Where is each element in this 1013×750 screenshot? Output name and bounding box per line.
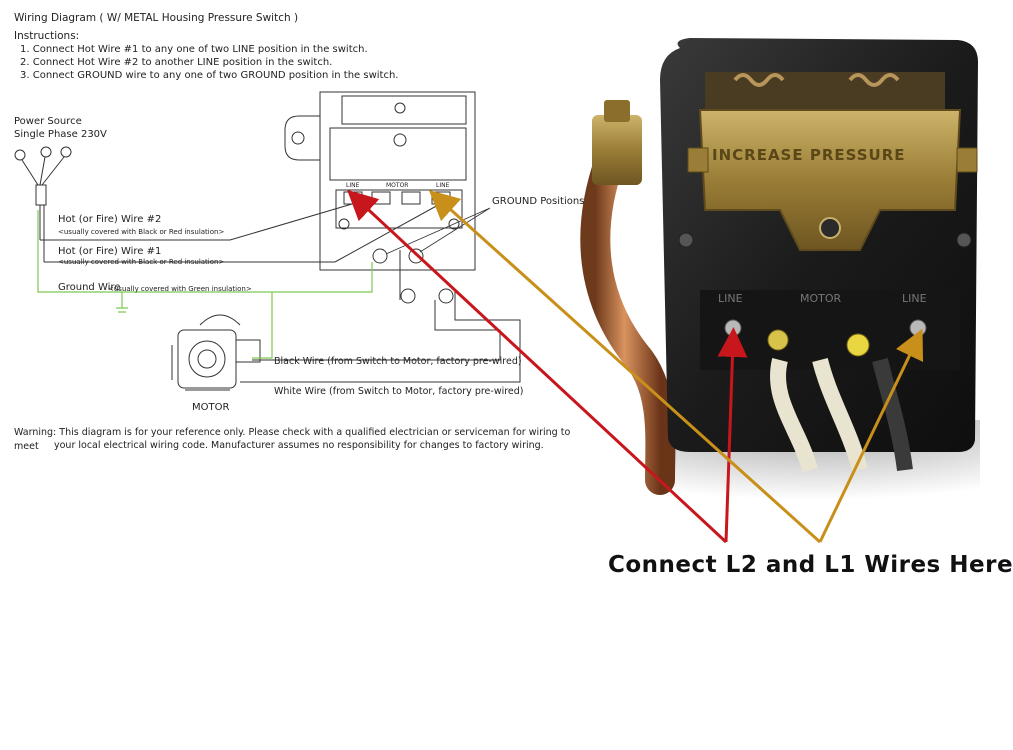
switch-line-left-label: LINE (346, 182, 360, 189)
hot-wire-1-label: Hot (or Fire) Wire #1 (58, 246, 162, 257)
power-cord (14, 146, 72, 262)
instructions-heading: Instructions: (14, 30, 80, 42)
motor-label: MOTOR (192, 402, 230, 413)
diagram-title: Wiring Diagram ( W/ METAL Housing Pressu… (14, 12, 299, 24)
ground-wire-label: Ground Wire (58, 282, 121, 293)
pressure-switch-photo (580, 38, 980, 500)
hot-wire-2-label: Hot (or Fire) Wire #2 (58, 214, 162, 225)
callout-text: Connect L2 and L1 Wires Here (608, 552, 1013, 578)
ground-wire (37, 210, 373, 293)
warning-text: Warning: This diagram is for your refere… (14, 427, 571, 452)
switch-line-right-label: LINE (436, 182, 450, 189)
motor-drawing (171, 314, 261, 391)
ground-wire-note: <usually covered with Green insulation> (108, 285, 252, 293)
switch-motor-label: MOTOR (386, 182, 409, 189)
power-source-label: Power Source (14, 116, 82, 127)
black-wire-label: Black Wire (from Switch to Motor, factor… (274, 356, 522, 367)
warning-text-continued: your local electrical wiring code. Manuf… (54, 440, 544, 451)
hot-wire-1-note: <usually covered with Black or Red insul… (58, 258, 225, 266)
white-wire-label: White Wire (from Switch to Motor, factor… (274, 386, 524, 397)
ground-symbol (116, 292, 128, 313)
brass-fitting (592, 115, 642, 185)
instruction-item: 1. Connect Hot Wire #1 to any one of two… (20, 44, 368, 55)
photo-terminal-label: LINE (718, 292, 743, 305)
photo-terminal-label: MOTOR (800, 292, 842, 305)
instruction-item: 2. Connect Hot Wire #2 to another LINE p… (20, 57, 333, 68)
photo-terminal-label: LINE (902, 292, 927, 305)
callout-arrows (347, 189, 924, 544)
pressure-cover (698, 109, 962, 251)
instruction-item: 3. Connect GROUND wire to any one of two… (20, 70, 399, 81)
power-source-voltage: Single Phase 230V (14, 129, 107, 140)
ground-positions-label: GROUND Positions (492, 196, 585, 207)
hot-wire-2-note: <usually covered with Black or Red insul… (58, 228, 225, 236)
switch-schematic (284, 91, 476, 304)
increase-pressure-label: INCREASE PRESSURE (712, 146, 906, 164)
